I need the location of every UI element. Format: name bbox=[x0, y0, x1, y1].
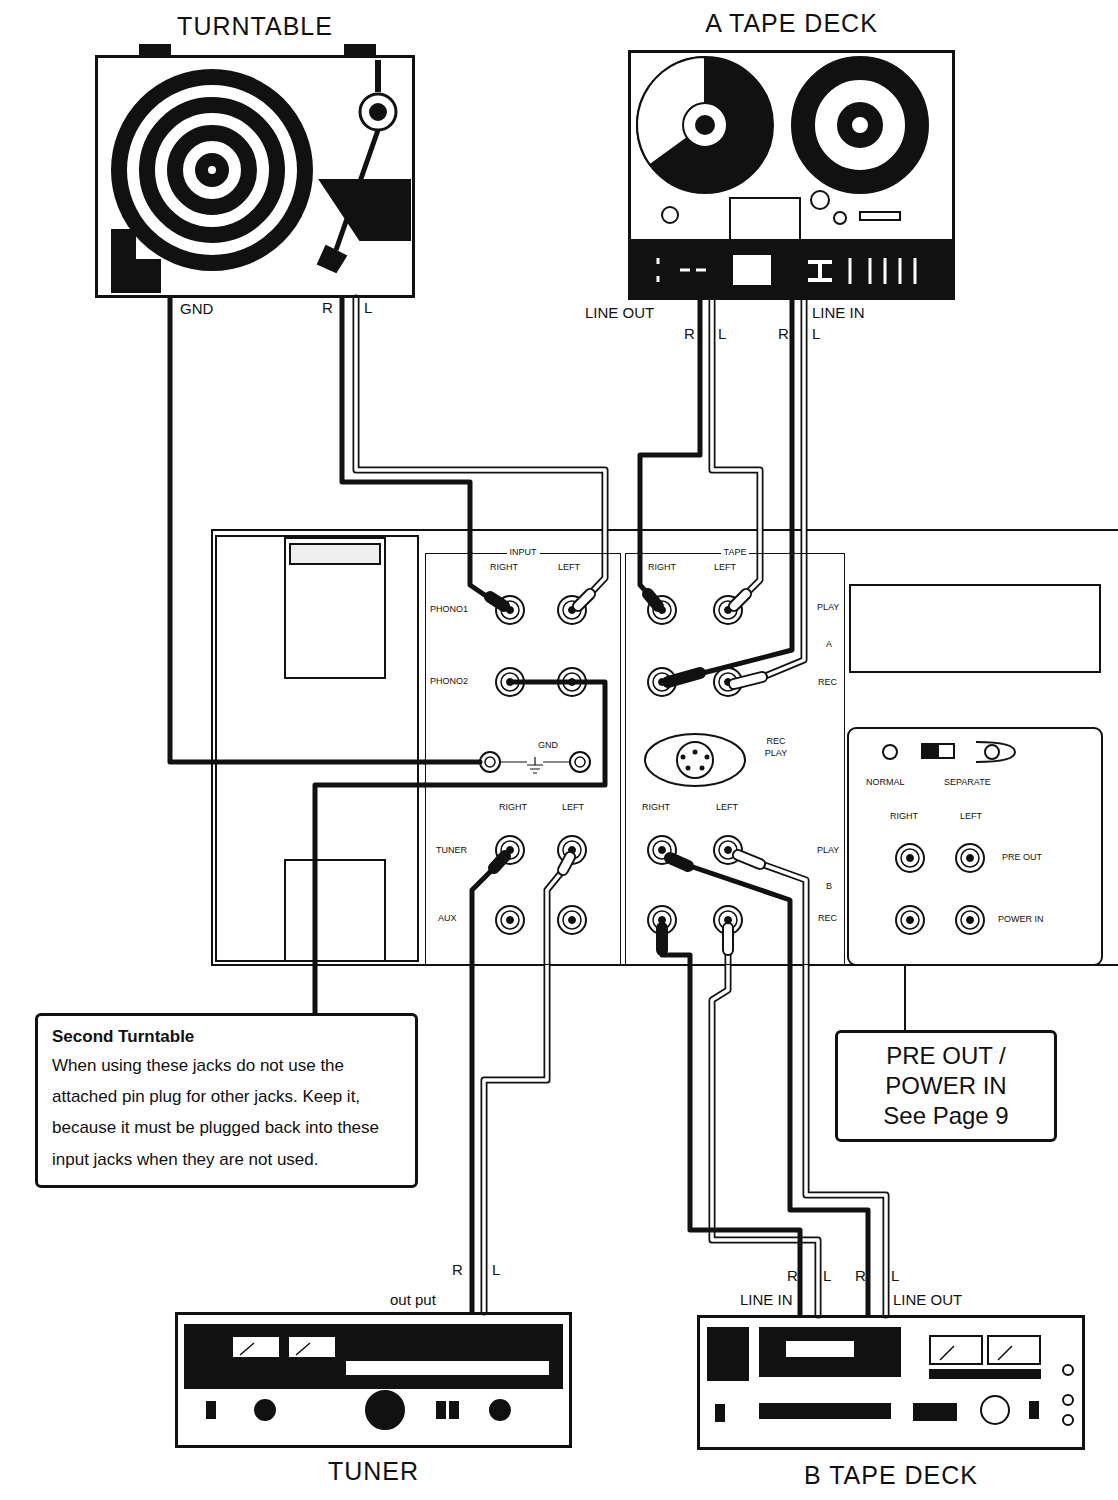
tape-deck: B TAPE DECK bbox=[697, 1315, 1085, 1450]
cable bbox=[690, 965, 800, 1315]
jack-label: RIGHT bbox=[890, 812, 918, 822]
signal-label: L bbox=[492, 1262, 500, 1279]
jack-label: B bbox=[826, 882, 832, 892]
jack-label: RIGHT bbox=[648, 563, 676, 573]
signal-label: R bbox=[787, 1268, 798, 1285]
note-heading: Second Turntable bbox=[52, 1024, 401, 1050]
jack-label: PHONO2 bbox=[430, 677, 468, 687]
jack-label: AUX bbox=[438, 914, 457, 924]
jack-label: LEFT bbox=[562, 803, 584, 813]
jack-label: LEFT bbox=[960, 812, 982, 822]
cable bbox=[170, 298, 425, 762]
jack-label: A bbox=[826, 640, 832, 650]
device-name: TURNTABLE bbox=[58, 12, 452, 41]
cable bbox=[342, 298, 470, 553]
signal-label: GND bbox=[180, 301, 213, 318]
callout-text: PRE OUT / POWER IN See Page 9 bbox=[872, 1041, 1020, 1131]
jack-label: PRE OUT bbox=[1002, 853, 1042, 863]
cable bbox=[640, 300, 700, 553]
jack-label: LEFT bbox=[716, 803, 738, 813]
device-name: B TAPE DECK bbox=[660, 1461, 1118, 1490]
turntable: TURNTABLE bbox=[95, 55, 415, 298]
jack-label: GND bbox=[538, 741, 558, 751]
cable bbox=[315, 785, 425, 1013]
signal-label: L bbox=[364, 300, 372, 317]
panel-title: TAPE bbox=[626, 547, 844, 557]
callout-box: PRE OUT / POWER IN See Page 9 bbox=[835, 1030, 1057, 1142]
signal-label: R bbox=[778, 326, 789, 343]
signal-label: LINE IN bbox=[740, 1292, 793, 1309]
note-box: Second TurntableWhen using these jacks d… bbox=[35, 1013, 418, 1188]
signal-label: LINE OUT bbox=[585, 305, 654, 322]
tuner: TUNER bbox=[175, 1312, 572, 1448]
device-name: TUNER bbox=[138, 1457, 609, 1486]
signal-label: R bbox=[322, 300, 333, 317]
signal-label: LINE OUT bbox=[893, 1292, 962, 1309]
jack-label: PHONO1 bbox=[430, 605, 468, 615]
jack-label: TUNER bbox=[436, 846, 467, 856]
signal-label: LINE IN bbox=[812, 305, 865, 322]
signal-label: L bbox=[891, 1268, 899, 1285]
panel-title: INPUT bbox=[426, 547, 620, 557]
cable bbox=[472, 965, 473, 1312]
input-panel: INPUT bbox=[425, 553, 621, 965]
jack-label: POWER IN bbox=[998, 915, 1044, 925]
jack-label: REC bbox=[818, 678, 837, 688]
jack-label: LEFT bbox=[558, 563, 580, 573]
note-body: When using these jacks do not use the at… bbox=[52, 1050, 401, 1176]
signal-label: L bbox=[812, 326, 820, 343]
jack-label: REC PLAY bbox=[759, 736, 793, 759]
jack-label: RIGHT bbox=[642, 803, 670, 813]
jack-label: NORMAL bbox=[866, 778, 905, 788]
jack-label: PLAY bbox=[817, 846, 839, 856]
jack-label: RIGHT bbox=[490, 563, 518, 573]
tape-panel: TAPE bbox=[625, 553, 845, 965]
signal-label: R bbox=[452, 1262, 463, 1279]
cable bbox=[792, 300, 793, 553]
signal-label: L bbox=[718, 326, 726, 343]
signal-label: L bbox=[823, 1268, 831, 1285]
jack-label: REC bbox=[818, 914, 837, 924]
jack-label: SEPARATE bbox=[944, 778, 991, 788]
jack-label: RIGHT bbox=[499, 803, 527, 813]
tape-deck: A TAPE DECK bbox=[628, 50, 955, 300]
jack-label: PLAY bbox=[817, 603, 839, 613]
device-name: A TAPE DECK bbox=[591, 9, 992, 38]
signal-label: out put bbox=[390, 1292, 436, 1309]
signal-label: R bbox=[855, 1268, 866, 1285]
signal-label: R bbox=[684, 326, 695, 343]
jack-label: LEFT bbox=[714, 563, 736, 573]
